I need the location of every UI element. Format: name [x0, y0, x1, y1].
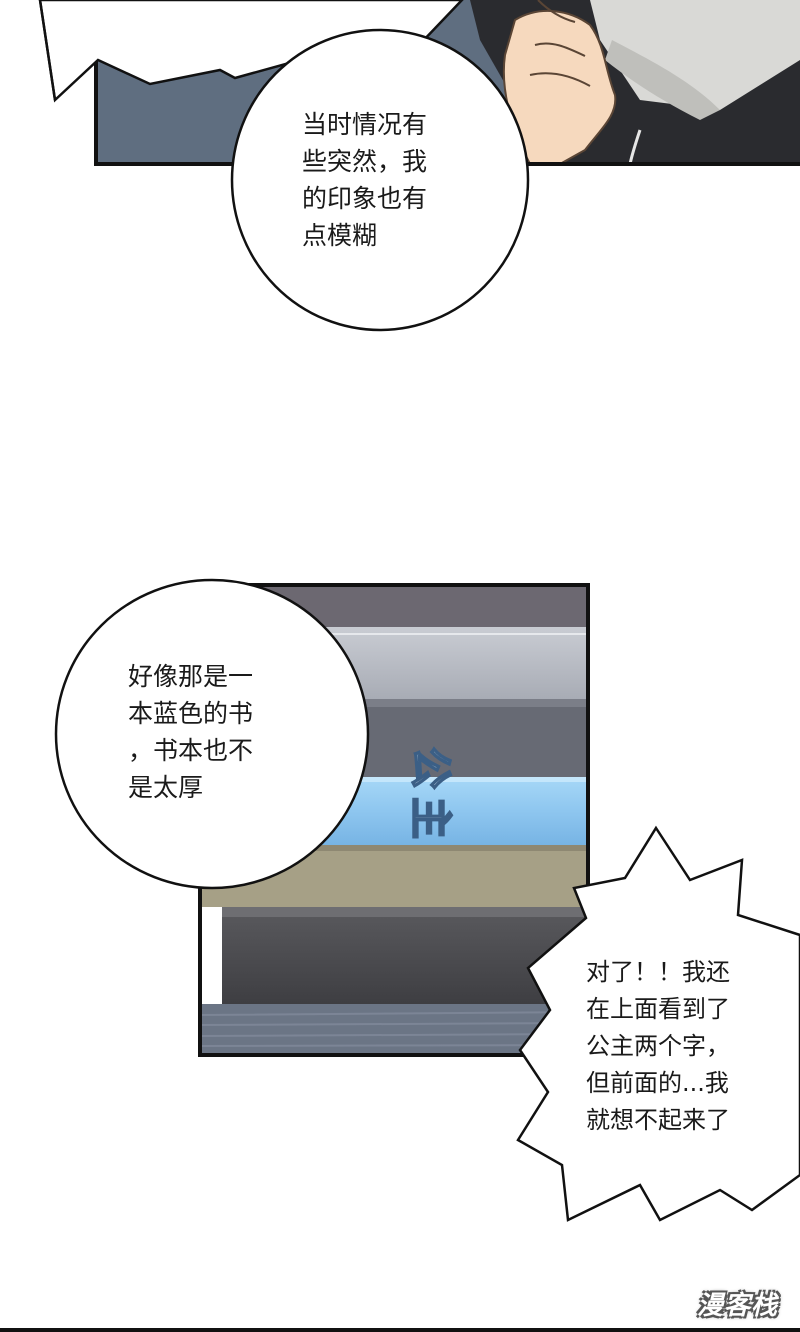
speech-line: 的印象也有: [302, 184, 428, 213]
bottom-border: [0, 1328, 800, 1332]
speech-line: 在上面看到了: [586, 995, 730, 1023]
speech-line: 就想不起来了: [586, 1106, 730, 1134]
speech-bubble-spiky-top: [38, 0, 464, 103]
watermark-logo: 漫客栈: [696, 1291, 778, 1321]
speech-line: 点模糊: [302, 221, 378, 250]
speech-line: 但前面的...我: [586, 1069, 729, 1097]
speech-bubble-spiky-right: [516, 825, 800, 1222]
speech-text-right: 对了！！我还 在上面看到了 公主两个字， 但前面的...我 就想不起来了: [586, 954, 730, 1139]
speech-line: 本蓝色的书: [128, 699, 254, 728]
speech-line: 是太厚: [128, 773, 204, 802]
speech-line: 当时情况有: [302, 110, 428, 139]
speech-text-top: 当时情况有 些突然，我 的印象也有 点模糊: [302, 106, 427, 254]
speech-line: 些突然，我: [302, 147, 428, 176]
speech-line: 好像那是一: [128, 662, 254, 691]
book-spine-text: 公主: [405, 746, 456, 848]
top-panel: [94, 0, 800, 166]
speech-line: ，书本也不: [128, 736, 254, 765]
speech-text-left: 好像那是一 本蓝色的书 ，书本也不 是太厚: [128, 658, 253, 806]
speech-bubble-left: [54, 578, 370, 890]
speech-bubble-top: [230, 28, 530, 332]
speech-line: 公主两个字，: [586, 1032, 730, 1060]
speech-line: 对了！！我还: [586, 958, 730, 986]
